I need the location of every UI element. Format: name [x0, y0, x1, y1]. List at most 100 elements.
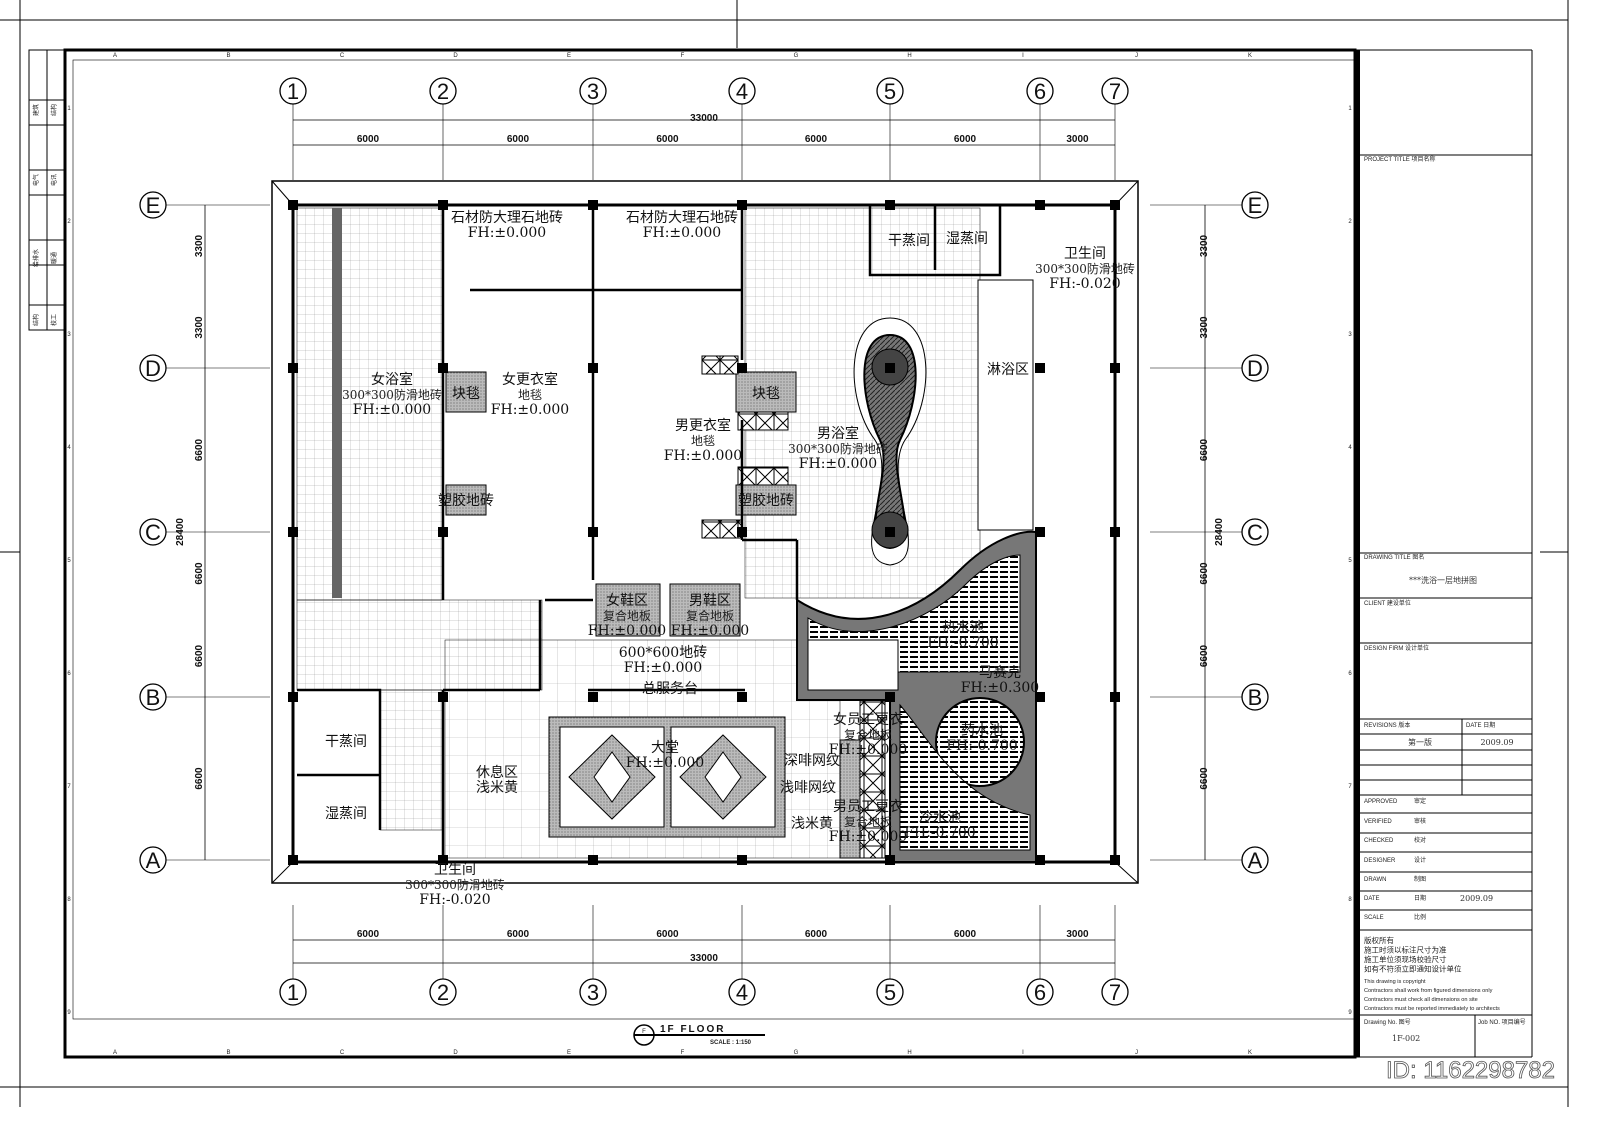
frame-letter: F — [681, 53, 685, 59]
dimension-col: 6000 — [954, 929, 977, 940]
column — [288, 855, 298, 865]
dimension-total-width: 33000 — [690, 953, 718, 964]
frame-letter: J — [1135, 53, 1138, 59]
discipline-label: 结构 — [50, 104, 58, 116]
grid-label-col: 1 — [287, 980, 299, 1005]
grid-label-col: 1 — [287, 79, 299, 104]
discipline-label: 电气 — [32, 174, 40, 186]
scale-label: SCALE — [1364, 915, 1384, 921]
frame-letter: C — [340, 1050, 345, 1056]
frame-letter: E — [567, 53, 571, 59]
frame-letter: A — [113, 1050, 117, 1056]
column — [885, 363, 895, 373]
frame-letter: H — [907, 1050, 911, 1056]
project-title-label: PROJECT TITLE 项目名称 — [1364, 155, 1435, 163]
dimension-total-width: 33000 — [690, 113, 718, 124]
floor-finishes — [296, 207, 1037, 863]
grid-label-col: 6 — [1034, 79, 1046, 104]
discipline-label: 电讯 — [50, 174, 58, 186]
column — [438, 855, 448, 865]
frame-letter: I — [1022, 1050, 1024, 1056]
verified-label: VERIFIED — [1364, 819, 1392, 825]
frame-letter: D — [453, 53, 458, 59]
designer-label: DESIGNER — [1364, 858, 1396, 864]
room-label: 塑胶地砖 — [738, 492, 794, 509]
grid-label-col: 4 — [736, 79, 748, 104]
room-label: 块毯 — [452, 386, 480, 402]
client-label: CLIENT 建设单位 — [1364, 599, 1411, 607]
frame-letter: A — [113, 53, 117, 59]
designer-label-cn: 设计 — [1414, 856, 1426, 864]
grid-label-col: 3 — [587, 980, 599, 1005]
dimension-col: 6000 — [656, 134, 679, 145]
frame-letter: F — [681, 1050, 685, 1056]
copyright-note: Contractors shall work from figured dime… — [1364, 988, 1493, 994]
dimension-row: 6600 — [194, 438, 205, 461]
room-label: 湿蒸间 — [325, 806, 367, 822]
grid-label-col: 4 — [736, 980, 748, 1005]
frame-number: 7 — [67, 784, 71, 790]
column — [885, 692, 895, 702]
column — [588, 527, 598, 537]
frame-number: 3 — [67, 332, 71, 338]
approved-label-cn: 审定 — [1414, 797, 1426, 805]
dimension-col: 3000 — [1066, 134, 1089, 145]
dimension-col: 3000 — [1066, 929, 1089, 940]
dimension-row: 6600 — [194, 562, 205, 585]
copyright-note: 版权所有 — [1364, 935, 1394, 945]
frame-number: 5 — [1348, 558, 1352, 564]
title-block-text: PROJECT TITLE 项目名称 DRAWING TITLE 图名 ***洗… — [1364, 155, 1526, 1043]
grid-label-row: C — [145, 520, 161, 545]
dimension-row: 6600 — [1199, 562, 1210, 585]
room-label: 浅啡网纹 — [780, 780, 836, 796]
grid-label-col: 6 — [1034, 980, 1046, 1005]
column — [1110, 363, 1120, 373]
floor-scale: SCALE : 1:150 — [710, 1040, 752, 1046]
verified-label-cn: 审核 — [1414, 817, 1426, 825]
dimension-row: 6600 — [194, 644, 205, 667]
grid-label-col: 2 — [437, 980, 449, 1005]
frame-number: 1 — [67, 106, 71, 112]
room-label: 总服务台 — [642, 681, 698, 697]
drawing-no-value: 1F-002 — [1392, 1034, 1420, 1043]
frame-letter: K — [1248, 1050, 1252, 1056]
grid-label-col: 7 — [1109, 980, 1121, 1005]
frame-number: 9 — [67, 1010, 71, 1016]
grid-label-col: 5 — [884, 980, 896, 1005]
title-block — [1360, 154, 1532, 1057]
grid-label-row: B — [146, 685, 161, 710]
checked-label-cn: 校对 — [1414, 836, 1426, 844]
drawn-label-cn: 制图 — [1414, 875, 1426, 883]
structural-columns — [288, 200, 1120, 865]
frame-letter: B — [226, 1050, 230, 1056]
grid-label-col: 3 — [587, 79, 599, 104]
frame-letter: G — [794, 1050, 799, 1056]
dimension-row: 6600 — [194, 767, 205, 790]
room-label: 深啡网纹 — [784, 753, 840, 769]
date-label: DATE — [1364, 896, 1380, 902]
dimension-row: 3300 — [194, 316, 205, 339]
dimension-total-height: 28400 — [1214, 518, 1225, 546]
column — [438, 363, 448, 373]
room-label: 休息区浅米黄 — [476, 764, 518, 796]
frame-letter: B — [226, 53, 230, 59]
column — [288, 200, 298, 210]
room-label: 淋浴区 — [987, 362, 1029, 378]
design-firm-label: DESIGN FIRM 设计单位 — [1364, 644, 1429, 652]
column — [885, 200, 895, 210]
column — [737, 855, 747, 865]
revision-date-value: 2009.09 — [1480, 738, 1513, 747]
dimension-col: 6000 — [805, 929, 828, 940]
